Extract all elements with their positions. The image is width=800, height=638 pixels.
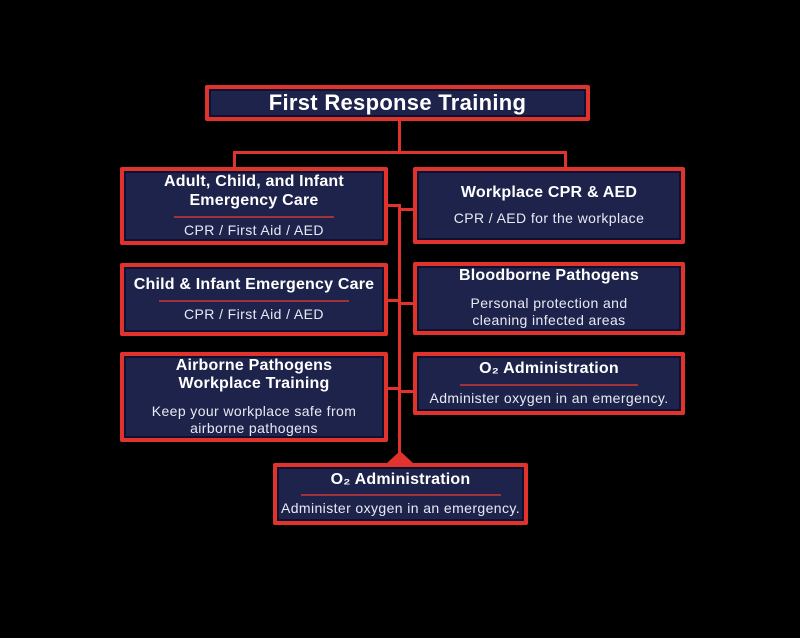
node-subtitle: Personal protection and cleaning infecte… [470,295,628,329]
node-title: Bloodborne Pathogens [459,267,639,285]
node-title: O₂ Administration [330,470,471,488]
node-title: Airborne Pathogens Workplace Training [175,356,333,393]
title-underline [460,383,638,386]
connector-row3-left-stub [385,387,401,390]
node-child-infant-emergency-care: Child & Infant Emergency Care CPR / Firs… [120,263,388,336]
title-underline [174,215,334,218]
connector-row1-right-stub [401,208,415,211]
connector-row1-left-stub [385,204,401,207]
connector-right-branch-drop [564,151,567,168]
node-workplace-cpr-aed: Workplace CPR & AED CPR / AED for the wo… [413,167,685,244]
node-subtitle: CPR / First Aid / AED [184,305,324,322]
connector-row2-right-stub [401,302,415,305]
node-first-response-training: First Response Training [205,85,590,121]
node-o2-administration: O₂ Administration Administer oxygen in a… [413,352,685,415]
connector-row3-right-stub [401,390,415,393]
title-underline [159,299,349,302]
connector-row2-left-stub [385,299,401,302]
node-subtitle: Administer oxygen in an emergency. [281,500,521,517]
node-title: Adult, Child, and Infant Emergency Care [164,173,344,209]
node-title: Child & Infant Emergency Care [133,276,375,294]
connector-left-branch-drop [233,151,236,168]
node-airborne-pathogens-workplace-training: Airborne Pathogens Workplace Training Ke… [120,352,388,442]
node-title: First Response Training [268,89,527,115]
node-o2-administration-bottom: O₂ Administration Administer oxygen in a… [273,463,528,525]
connector-root-drop [398,119,401,152]
title-underline [300,494,501,497]
connector-arrow [387,451,413,463]
node-bloodborne-pathogens: Bloodborne Pathogens Personal protection… [413,262,685,335]
connector-top-horizontal [233,151,567,154]
node-adult-child-infant-emergency-care: Adult, Child, and Infant Emergency Care … [120,167,388,245]
node-subtitle: CPR / AED for the workplace [453,209,645,226]
node-title: O₂ Administration [479,360,619,378]
connector-center-spine [398,204,401,454]
node-subtitle: CPR / First Aid / AED [184,221,324,238]
node-title: Workplace CPR & AED [460,184,638,202]
node-subtitle: Keep your workplace safe from airborne p… [151,403,357,437]
node-subtitle: Administer oxygen in an emergency. [429,389,669,406]
